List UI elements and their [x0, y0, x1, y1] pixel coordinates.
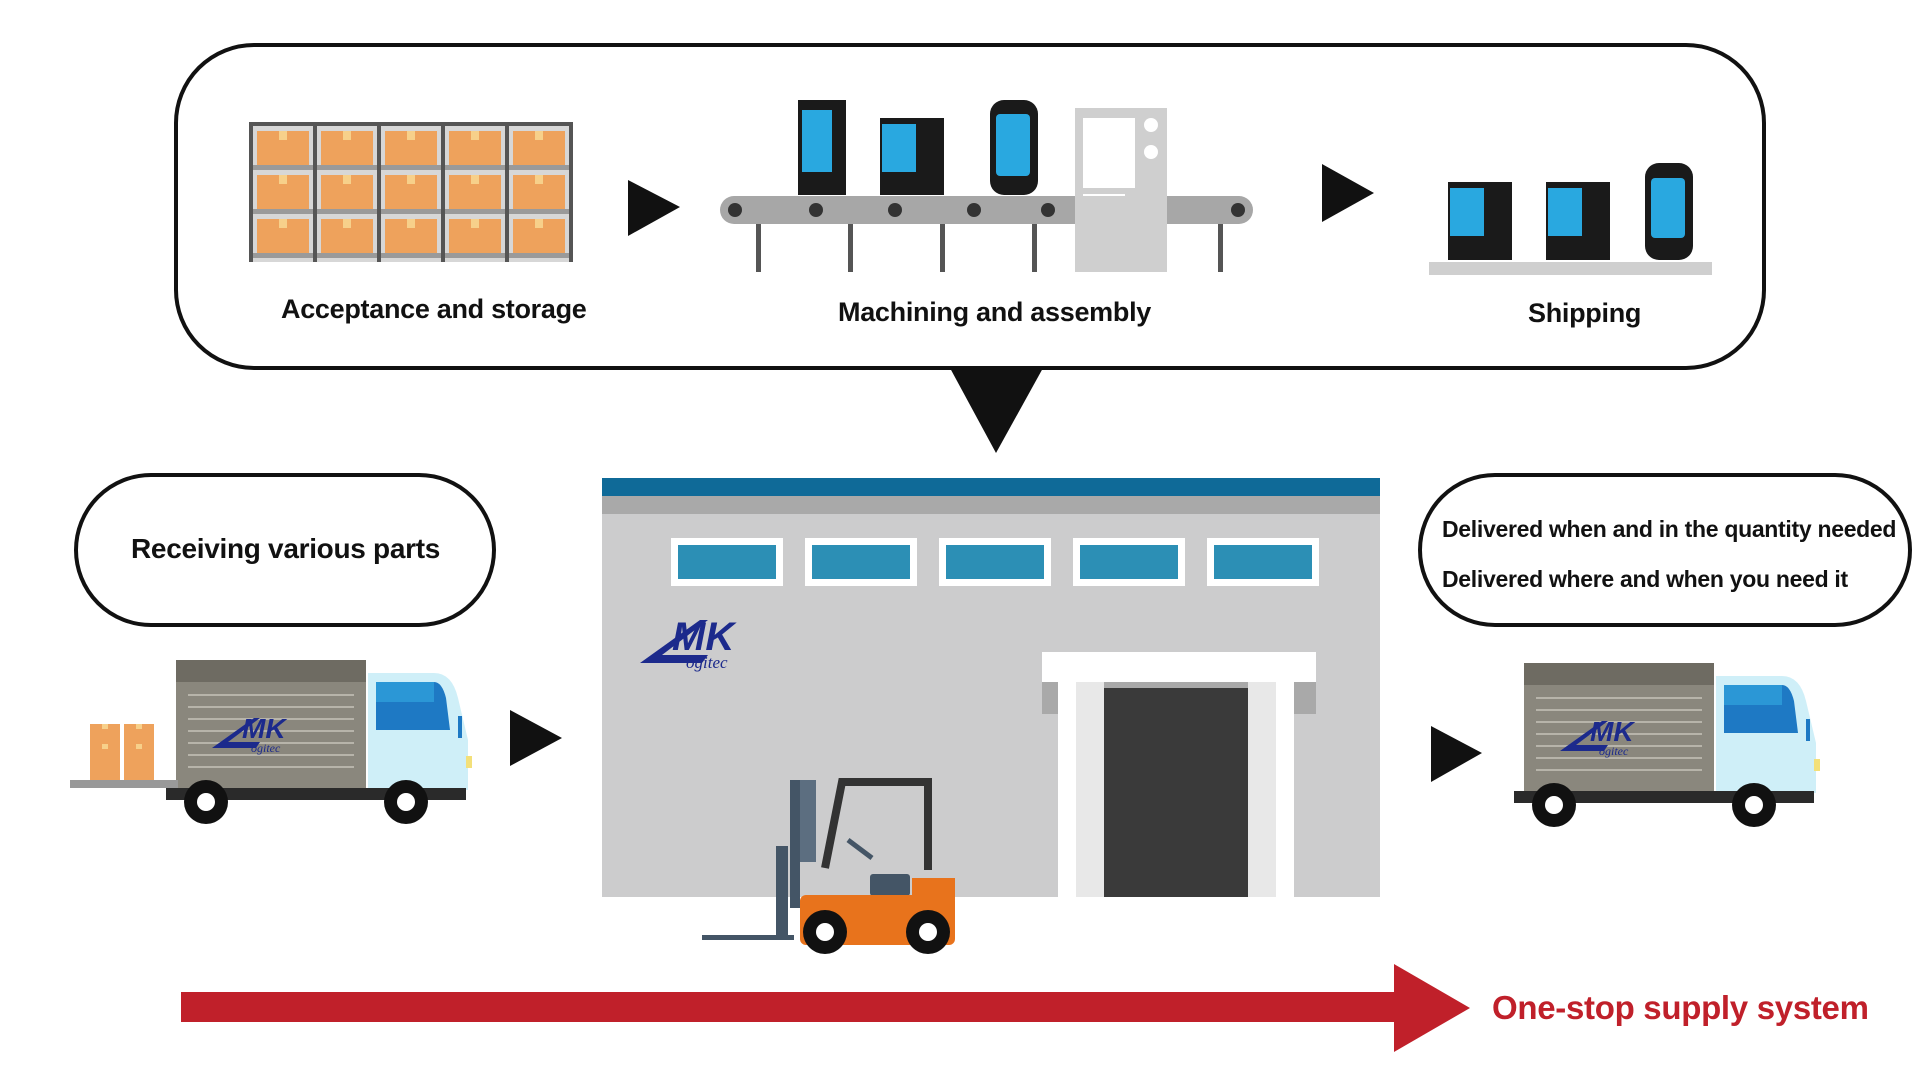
svg-text:ogitec: ogitec: [1599, 744, 1629, 758]
svg-text:MK: MK: [1590, 716, 1635, 747]
svg-text:MK: MK: [242, 713, 287, 744]
arrow-right-icon: [1431, 726, 1482, 782]
receiving-label: Receiving various parts: [131, 533, 441, 564]
arrow-right-icon: [1322, 164, 1374, 222]
arrow-right-icon: [628, 180, 680, 236]
svg-text:MK: MK: [672, 615, 737, 659]
arrow-down-icon: [950, 368, 1043, 453]
step-label-acceptance: Acceptance and storage: [281, 294, 587, 324]
forklift-icon: [702, 778, 955, 954]
delivery-line-2: Delivered where and when you need it: [1442, 566, 1848, 592]
svg-text:ogitec: ogitec: [251, 741, 281, 755]
conveyor-belt-icon: [720, 100, 1253, 272]
delivery-bubble: [1418, 473, 1912, 627]
receiving-bubble: [74, 473, 496, 627]
delivery-line-1: Delivered when and in the quantity neede…: [1442, 516, 1897, 542]
shipping-pallet-icon: [1429, 163, 1712, 275]
warehouse-shelf-icon: [249, 122, 573, 262]
one-stop-label: One-stop supply system: [1492, 989, 1869, 1026]
svg-text:ogitec: ogitec: [686, 653, 728, 672]
arrow-right-icon: [510, 710, 562, 766]
step-label-shipping: Shipping: [1528, 298, 1642, 328]
factory-building-icon: MK ogitec: [602, 478, 1380, 897]
one-stop-arrow: [181, 964, 1470, 1052]
building-logo: MK ogitec: [640, 615, 737, 672]
cargo-boxes-icon: [70, 724, 178, 788]
step-label-machining: Machining and assembly: [838, 297, 1151, 327]
